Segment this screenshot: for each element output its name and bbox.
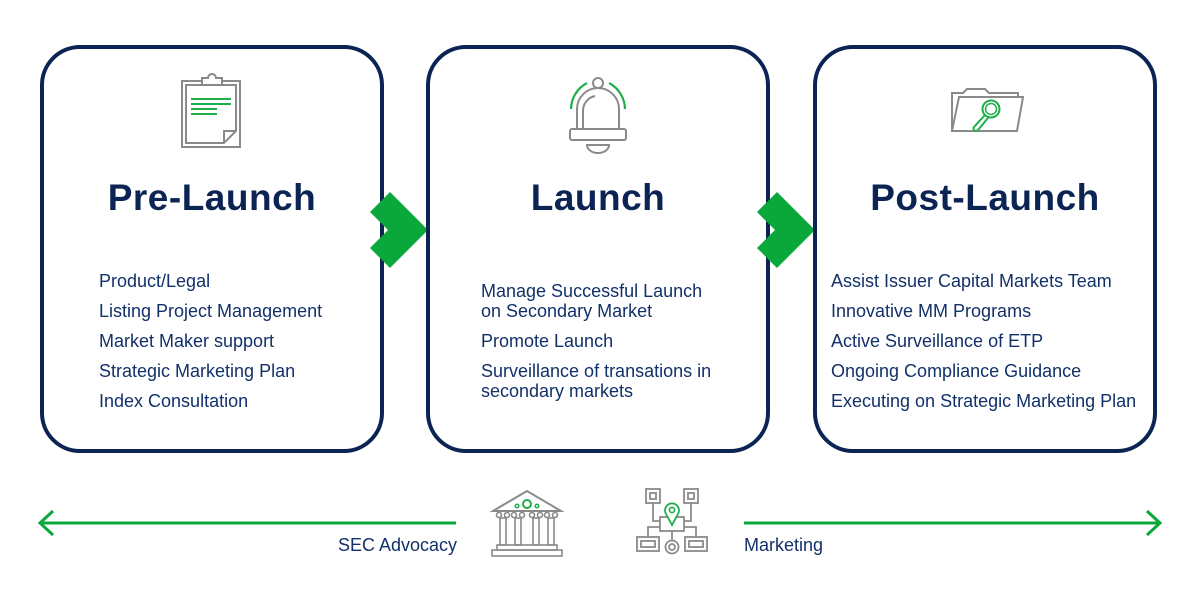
list-item: Strategic Marketing Plan	[99, 361, 296, 381]
list-item: Surveillance of transations in secondary…	[481, 361, 712, 401]
network-location-icon	[636, 488, 708, 555]
list-item: Executing on Strategic Marketing Plan	[831, 391, 1137, 411]
chevron-right-icon	[757, 192, 815, 268]
sec-advocacy-label: SEC Advocacy	[337, 535, 457, 555]
list-item: Index Consultation	[99, 391, 249, 411]
clipboard-icon	[181, 73, 241, 148]
list-item: Manage Successful Launch on Secondary Ma…	[481, 281, 703, 321]
stage-title: Post-Launch	[870, 177, 1100, 218]
stage-card-post-launch: Post-Launch Assist Issuer Capital Market…	[813, 45, 1157, 453]
stage-item-list: Manage Successful Launch on Secondary Ma…	[481, 281, 721, 411]
marketing-label: Marketing	[744, 535, 824, 555]
chevron-right-icon	[370, 192, 428, 268]
stage-title: Pre-Launch	[107, 177, 317, 218]
list-item: Innovative MM Programs	[831, 301, 1032, 321]
list-item: Ongoing Compliance Guidance	[831, 361, 1082, 381]
list-item: Assist Issuer Capital Markets Team	[831, 271, 1112, 291]
arrow-left-icon	[37, 509, 456, 537]
bell-icon	[569, 77, 627, 154]
stage-card-pre-launch: Pre-Launch Product/Legal Listing Project…	[40, 45, 384, 453]
list-item: Product/Legal	[99, 271, 211, 291]
folder-search-icon	[950, 88, 1025, 132]
stage-item-list: Assist Issuer Capital Markets Team Innov…	[831, 271, 1136, 421]
arrow-right-icon	[744, 509, 1163, 537]
stage-title: Launch	[530, 177, 666, 218]
stage-item-list: Product/Legal Listing Project Management…	[99, 271, 322, 421]
list-item: Promote Launch	[481, 331, 614, 351]
government-building-icon	[490, 489, 564, 557]
list-item: Active Surveillance of ETP	[831, 331, 1044, 351]
list-item: Market Maker support	[99, 331, 275, 351]
stage-card-launch: Launch Manage Successful Launch on Secon…	[426, 45, 770, 453]
list-item: Listing Project Management	[99, 301, 323, 321]
